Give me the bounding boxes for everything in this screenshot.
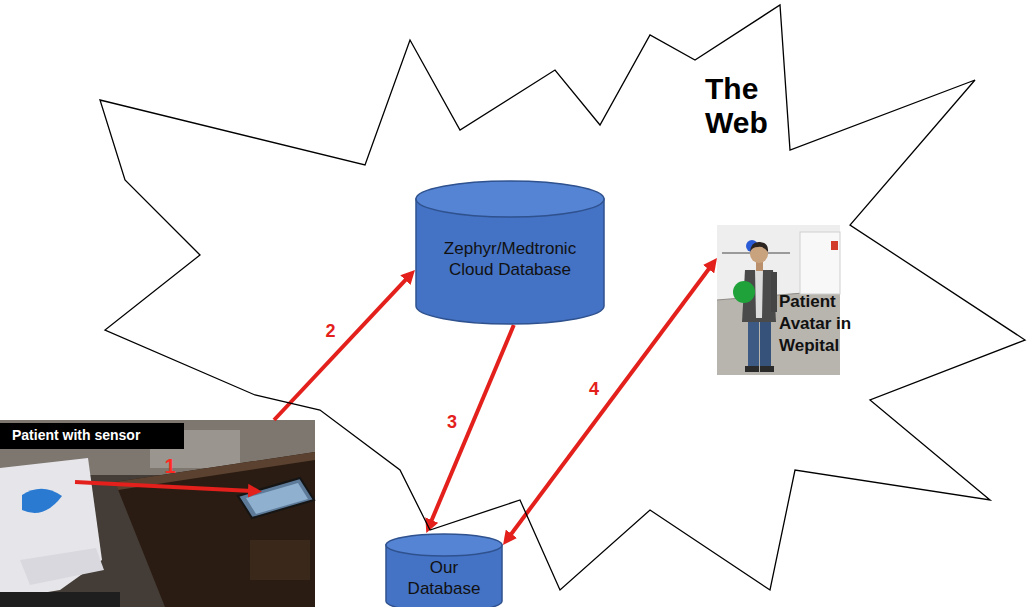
node-label: The Web — [705, 72, 795, 139]
flow-arrow — [430, 325, 514, 524]
desk-drawer — [250, 540, 310, 580]
step-number: 2 — [323, 322, 339, 342]
cylinder-top — [386, 534, 502, 556]
avatar-panel: Patient Avatar in Wepital — [717, 225, 840, 375]
tablet — [238, 478, 314, 518]
avatar-hair — [750, 242, 768, 252]
step-number: 3 — [444, 413, 460, 433]
avatar-shirt — [755, 270, 763, 318]
step-number: 4 — [586, 380, 602, 400]
patient-photo — [0, 420, 315, 607]
green-ball — [733, 281, 755, 303]
shirt-logo — [22, 489, 62, 513]
node-label: Patient Avatar in Wepital — [779, 291, 869, 357]
local-database: Our Database — [385, 533, 503, 607]
sensor-arrow — [75, 482, 252, 491]
starburst-outline — [100, 5, 1025, 590]
node-label: Our Database — [397, 557, 491, 600]
avatar-neck — [756, 262, 763, 271]
cylinder-top — [416, 181, 604, 217]
avatar-arm — [771, 272, 777, 312]
patient-photo-panel: Patient with sensor — [0, 420, 315, 607]
node-label: Zephyr/Medtronic Cloud Database — [435, 238, 585, 281]
tablet-screen — [246, 483, 308, 514]
avatar-leg — [748, 318, 759, 368]
avatar-shoe — [760, 366, 774, 372]
node-label: Patient with sensor — [0, 423, 184, 449]
web-starburst: Zephyr/Medtronic Cloud DatabasePatient A… — [100, 0, 1030, 600]
photo-desk — [115, 452, 315, 607]
patient-trousers — [0, 592, 120, 607]
red-object — [831, 241, 838, 250]
photo-ground — [0, 420, 315, 607]
patient-arm — [20, 548, 104, 585]
avatar-shoe — [745, 366, 759, 372]
room-door — [800, 232, 840, 294]
flow-arrow — [274, 277, 408, 420]
avatar-leg — [760, 318, 771, 368]
cloud-database: Zephyr/Medtronic Cloud Database — [415, 180, 605, 325]
step-number: 1 — [164, 455, 175, 477]
